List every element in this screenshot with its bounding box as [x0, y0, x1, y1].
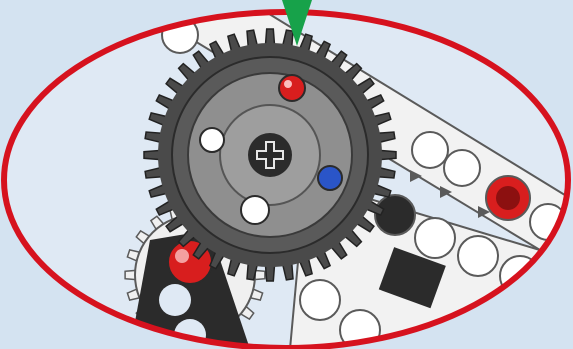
large-gear-icon: [144, 29, 396, 281]
axle-cross-icon: [248, 133, 292, 177]
beam-hole: [412, 132, 448, 168]
gear-hole: [200, 128, 224, 152]
beam-hole: [444, 150, 480, 186]
beam-hole: [540, 276, 573, 316]
gear-hole: [241, 196, 269, 224]
blue-pin: [318, 166, 342, 190]
red-pin: [279, 75, 305, 101]
beam-hole: [458, 236, 498, 276]
beam-hole: [159, 284, 191, 316]
beam-hole: [415, 218, 455, 258]
beam-hole: [300, 280, 340, 320]
